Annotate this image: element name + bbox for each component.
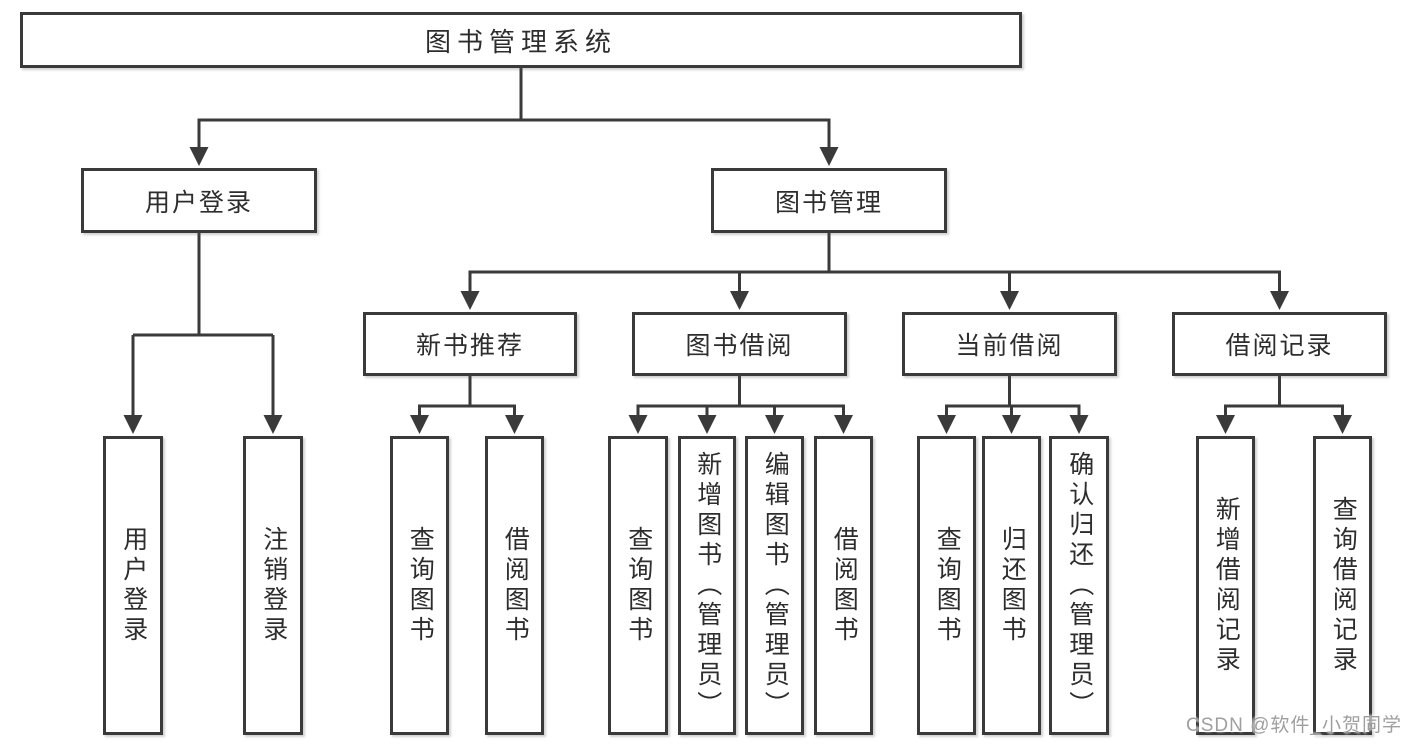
leaf-logout: 注销登录 [243,436,303,735]
connector-current-borrow-group [937,376,1089,434]
node-label: 当前借阅 [955,332,1064,360]
leaf-label: 编辑图书（管理员） [761,450,790,721]
leaf-add-book-admin: 新增图书（管理员） [678,436,736,735]
leaf-edit-book-admin: 编辑图书（管理员） [745,436,804,735]
node-book-borrow: 图书借阅 [632,312,847,376]
leaf-label: 确认归还（管理员） [1065,450,1094,721]
leaf-label: 用户登录 [119,525,148,646]
connector-root-to-level2 [189,68,839,166]
leaf-label: 借阅图书 [501,525,530,646]
connector-borrow-record-group [1216,376,1352,434]
leaf-user-login: 用户登录 [103,436,163,735]
leaf-confirm-return-admin: 确认归还（管理员） [1049,436,1109,735]
leaf-recommend-query-books: 查询图书 [390,436,449,735]
leaf-borrow-borrow-books: 借阅图书 [814,436,873,735]
node-label: 用户登录 [144,188,253,217]
node-label: 新书推荐 [415,332,524,360]
leaf-label: 借阅图书 [830,525,859,646]
connector-new-book-group [410,376,524,434]
leaf-add-borrow-record: 新增借阅记录 [1196,436,1255,735]
leaf-label: 新增借阅记录 [1212,495,1241,676]
node-label: 借阅记录 [1225,332,1334,360]
node-new-book-recommend: 新书推荐 [363,312,577,376]
csdn-watermark: CSDN @软件_小贺同学 [1186,715,1402,736]
leaf-recommend-borrow-books: 借阅图书 [485,436,544,735]
node-label: 图书借阅 [685,332,794,360]
node-label: 图书管理 [774,188,883,217]
node-borrow-records: 借阅记录 [1172,312,1387,376]
leaf-label: 查询图书 [406,525,435,646]
leaf-return-book: 归还图书 [982,436,1041,735]
leaf-borrow-query-books: 查询图书 [608,436,668,735]
node-root-library-system: 图书管理系统 [20,12,1022,68]
leaf-label: 查询图书 [933,525,962,646]
leaf-query-borrow-record: 查询借阅记录 [1313,436,1372,735]
connector-user-login-group [123,233,283,434]
node-user-login: 用户登录 [81,168,317,233]
leaf-label: 新增图书（管理员） [693,450,722,721]
node-label: 图书管理系统 [424,26,617,57]
leaf-label: 查询图书 [624,525,653,646]
node-current-borrow: 当前借阅 [902,312,1117,376]
leaf-label: 归还图书 [998,525,1027,646]
leaf-current-query-books: 查询图书 [917,436,976,735]
leaf-label: 注销登录 [259,525,288,646]
connector-book-borrow-group [628,376,853,434]
node-book-management: 图书管理 [711,168,947,233]
connector-book-management-to-level3 [460,233,1289,310]
leaf-label: 查询借阅记录 [1329,495,1358,676]
